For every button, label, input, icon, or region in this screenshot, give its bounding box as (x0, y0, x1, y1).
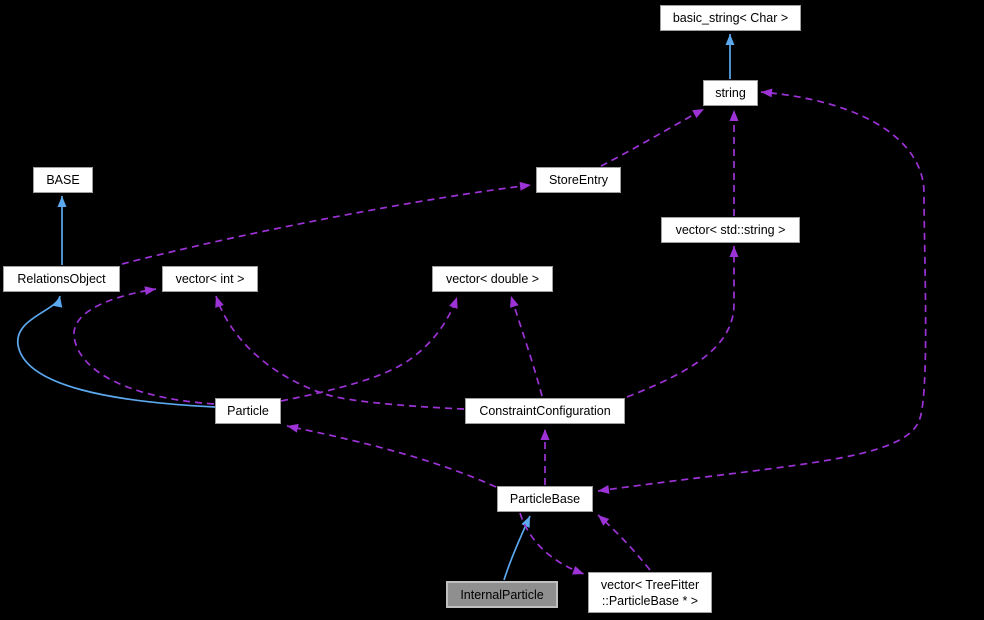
node-base[interactable]: BASE (33, 167, 93, 193)
node-internalparticle[interactable]: InternalParticle (446, 581, 558, 608)
edge-usage-constraintconfiguration-to-vector-int (215, 295, 465, 410)
node-vector-int[interactable]: vector< int > (162, 266, 258, 292)
edge-usage-particlebase-string-bidirectional (597, 88, 927, 494)
edge-usage-particle-to-vector-double (280, 296, 458, 402)
edge-inherit-internalparticle-to-particlebase (503, 515, 531, 581)
edge-usage-particle-to-vector-int (73, 286, 215, 405)
edge-usage-relationsobject-to-storeentry (121, 181, 532, 265)
node-constraintconfiguration[interactable]: ConstraintConfiguration (465, 398, 625, 424)
node-vector-std-string[interactable]: vector< std::string > (661, 217, 800, 243)
edge-usage-particlebase-to-vector-treefitter (519, 512, 585, 575)
node-string[interactable]: string (703, 80, 758, 106)
node-vector-double[interactable]: vector< double > (432, 266, 553, 292)
node-relationsobject[interactable]: RelationsObject (3, 266, 120, 292)
edge-inherit-particle-to-relationsobject (17, 295, 216, 408)
node-storeentry[interactable]: StoreEntry (536, 167, 621, 193)
edge-usage-constraintconfiguration-to-vector-double (509, 295, 543, 397)
node-vector-treefitter-particlebase[interactable]: vector< TreeFitter ::ParticleBase * > (588, 572, 712, 613)
edge-usage-particlebase-to-particle (286, 423, 497, 488)
edge-usage-vector-treefitter-to-particlebase (597, 514, 651, 571)
node-particle[interactable]: Particle (215, 398, 281, 424)
edge-usage-storeentry-to-string (600, 108, 705, 167)
node-particlebase[interactable]: ParticleBase (497, 486, 593, 512)
node-basic-string[interactable]: basic_string< Char > (660, 5, 801, 31)
edge-usage-constraintconfiguration-to-vector-std-string (626, 246, 739, 398)
